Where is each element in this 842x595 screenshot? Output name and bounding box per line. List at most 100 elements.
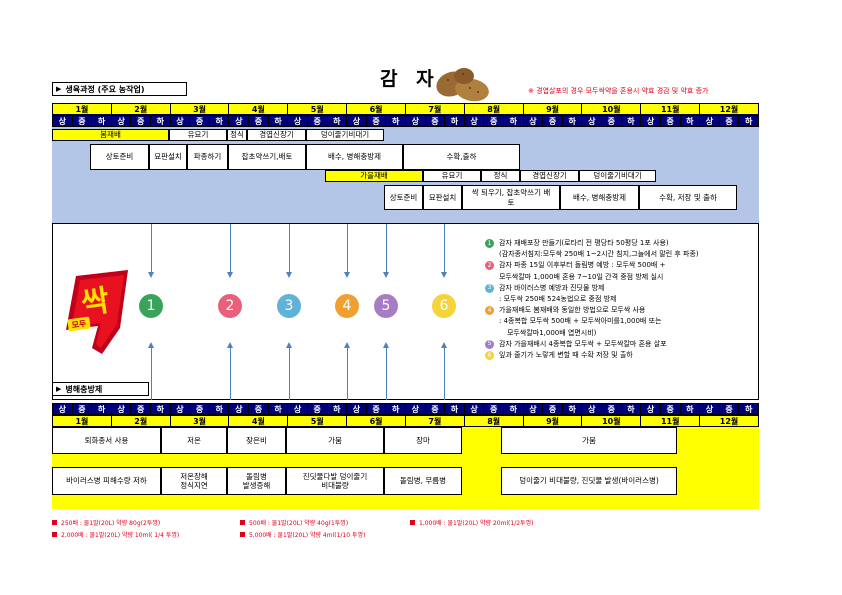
period-cell: 중 (426, 116, 446, 126)
legend-text: 감자 재배포장 만들기(로타리 전 평당타 50평당 1포 사용) (499, 239, 669, 247)
period-cell: 하 (744, 404, 753, 414)
period-cell: 상 (582, 116, 603, 126)
period-cell: 중 (131, 116, 152, 126)
autumn-soil-prep: 상토준비 (384, 185, 423, 210)
legend-subtext: : 모두싹 250배 524농법으로 중점 방제 (499, 294, 617, 303)
month-cell: 5월 (288, 416, 348, 426)
drought-autumn: 가뭄 (501, 427, 677, 454)
arrow-down-line (347, 224, 348, 272)
period-cell: 중 (484, 404, 505, 414)
page-title: 감 자 (380, 68, 440, 90)
period-cell: 상 (229, 404, 250, 414)
period-cell: 하 (681, 116, 701, 126)
period-cell: 중 (720, 404, 740, 414)
month-cell: 3월 (171, 104, 230, 114)
frequent-rain: 잦은비 (227, 427, 286, 454)
spring-seedling-stage: 유묘기 (169, 129, 227, 141)
arrow-up-line (151, 348, 152, 400)
autumn-tuber-enlargement: 덩이줄기비대기 (579, 170, 656, 182)
month-bar-top: 1월 2월 3월 4월 5월 6월 7월 8월 9월 10월 11월 12월 (52, 103, 759, 115)
degenerated-seed: 퇴화종서 사용 (52, 427, 161, 454)
arrow-up-head (344, 342, 350, 348)
spring-soil-prep: 상토준비 (90, 144, 149, 170)
legend-subtext: (감자종서침지:모두싹 250배 1~2시간 침지,그늘에서 말린 후 파종) (499, 250, 699, 259)
spring-tuber-enlargement: 덩이줄기비대기 (306, 129, 384, 141)
period-cell: 하 (681, 404, 701, 414)
legend-item-6: 6 잎과 줄기가 노랗게 변할 때 수확 저장 및 출하 (485, 350, 699, 361)
month-cell: 9월 (524, 104, 583, 114)
period-cell: 중 (661, 116, 681, 126)
step-4-circle: 4 (335, 294, 359, 318)
period-cell: 하 (744, 116, 753, 126)
legend-dot-4: 4 (485, 306, 494, 316)
spring-cultivation-label: 봄재배 (52, 129, 169, 141)
month-cell: 10월 (582, 416, 642, 426)
tuber-aphid-virus: 덩이줄기 비대불량, 진딧물 발생(바이러스병) (501, 467, 677, 495)
period-cell: 상 (112, 404, 132, 414)
period-cell: 상 (465, 116, 485, 126)
period-cell: 중 (249, 404, 269, 414)
period-cell: 상 (288, 404, 308, 414)
cold-damage-line2: 정식지연 (180, 481, 208, 490)
legend-text: 가을재배도 봄재배와 동일한 방법으로 모두싹 사용 (499, 306, 646, 315)
autumn-drainage-pest: 배수, 병해충방제 (560, 185, 639, 210)
period-cell: 하 (328, 404, 348, 414)
cold-damage-line1: 저온장해 (180, 471, 208, 481)
month-cell: 12월 (719, 416, 739, 426)
late-blight-line1: 돌림병 (246, 471, 267, 481)
autumn-sprouting-weeding: 싹 틔우기, 잡초약쓰기 배토 (462, 185, 560, 210)
footnote-4: 2,000배 : 물1말(20L) 약량 10ml( 1/4 투껑) (52, 530, 179, 539)
period-cell: 하 (563, 116, 583, 126)
period-cell: 하 (386, 404, 406, 414)
period-cell: 하 (328, 116, 348, 126)
autumn-seedling-stage: 유묘기 (423, 170, 481, 182)
period-cell: 하 (151, 116, 171, 126)
growth-header-label: 생육과정 (주요 농작업) (65, 84, 145, 94)
period-cell: 하 (210, 404, 230, 414)
legend-item-2: 2 감자 파종 15일 이후부터 돌림병 예방 : 모두싹 500배 + (485, 260, 699, 271)
period-cell: 중 (190, 116, 210, 126)
period-cell: 중 (131, 404, 152, 414)
period-cell: 중 (73, 404, 93, 414)
period-cell: 중 (367, 116, 387, 126)
arrow-up-head (227, 342, 233, 348)
period-cell: 중 (367, 404, 387, 414)
period-cell: 중 (484, 116, 505, 126)
period-cell: 상 (53, 116, 73, 126)
period-cell: 중 (720, 116, 740, 126)
period-cell: 하 (622, 116, 642, 126)
arrow-down-line (444, 224, 445, 272)
period-cell: 상 (465, 404, 485, 414)
red-square-icon (240, 520, 245, 525)
footnote-text: 500배 : 물1말(20L) 약량 40g(1투껑) (249, 520, 349, 527)
legend-item-4: 4 가을재배도 봄재배와 동일한 방법으로 모두싹 사용 (485, 305, 699, 316)
legend-item-3: 3 감자 바이러스병 예방과 진딧물 방제 (485, 283, 699, 294)
month-cell: 3월 (171, 416, 230, 426)
arrow-up-line (444, 348, 445, 400)
period-cell: 상 (347, 116, 367, 126)
aphid-outbreak: 진딧물다발 덩이줄기 비대불량 (286, 467, 384, 495)
period-cell: 중 (426, 404, 446, 414)
period-cell: 중 (602, 404, 622, 414)
legend-subtext: 모두싹칼마1,000배 엽면시비) (507, 328, 597, 337)
period-cell: 하 (269, 404, 289, 414)
rainy-season: 장마 (384, 427, 462, 454)
month-cell: 8월 (465, 104, 524, 114)
late-blight: 돌림병 발생증해 (227, 467, 286, 495)
spray-legend: 1 감자 재배포장 만들기(로타리 전 평당타 50평당 1포 사용) (감자종… (485, 238, 699, 361)
spring-drainage-pest: 배수, 병해충방제 (306, 144, 403, 170)
legend-dot-2: 2 (485, 261, 494, 271)
footnote-5: 5,000배 : 물1말(20L) 약량 4ml(1/10 투껑) (240, 530, 365, 539)
pest-header-label: 병해충방제 (65, 384, 103, 394)
arrow-down-line (151, 224, 152, 272)
month-cell: 12월 (719, 104, 739, 114)
footnote-text: 5,000배 : 물1말(20L) 약량 4ml(1/10 투껑) (249, 532, 366, 539)
period-cell: 중 (602, 116, 622, 126)
autumn-harvest-storage: 수확, 저장 및 출하 (639, 185, 737, 210)
month-cell: 2월 (112, 416, 171, 426)
arrow-up-line (386, 348, 387, 400)
month-cell: 1월 (53, 416, 112, 426)
period-cell: 중 (249, 116, 269, 126)
